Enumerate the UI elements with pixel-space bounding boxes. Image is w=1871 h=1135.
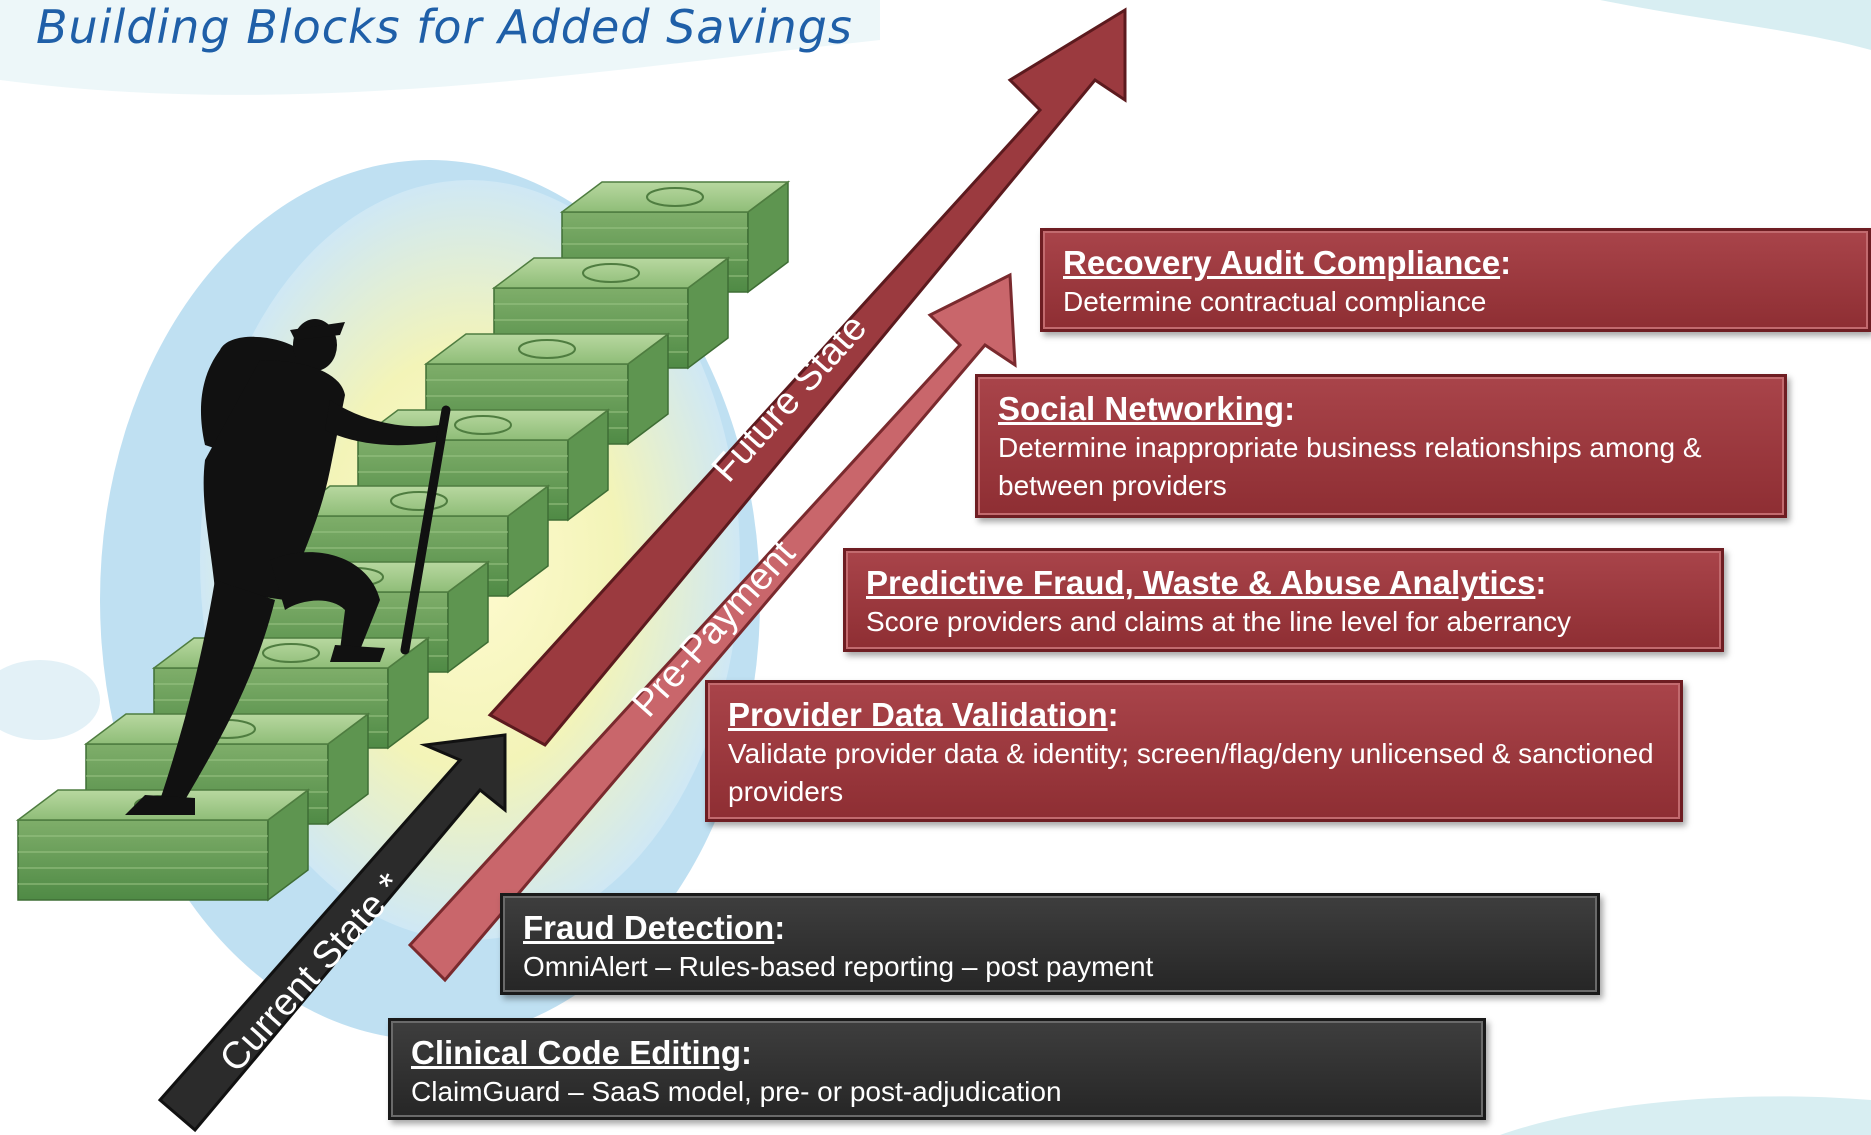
block-fraud-detection: Fraud Detection: OmniAlert – Rules-based…: [500, 893, 1600, 995]
hiker-silhouette-icon: [125, 319, 451, 815]
block-heading: Recovery Audit Compliance: [1063, 244, 1501, 281]
block-heading: Predictive Fraud, Waste & Abuse Analytic…: [866, 564, 1536, 601]
pre-payment-arrow: [407, 272, 1017, 983]
block-social-networking: Social Networking: Determine inappropria…: [975, 374, 1787, 518]
block-heading: Social Networking: [998, 390, 1285, 427]
block-heading: Fraud Detection: [523, 909, 775, 946]
block-predictive-fraud-analytics: Predictive Fraud, Waste & Abuse Analytic…: [843, 548, 1724, 652]
block-heading: Clinical Code Editing: [411, 1034, 742, 1071]
block-description: Validate provider data & identity; scree…: [728, 738, 1654, 807]
block-description: Score providers and claims at the line l…: [866, 606, 1572, 637]
block-description: ClaimGuard – SaaS model, pre- or post-ad…: [411, 1076, 1062, 1107]
block-provider-data-validation: Provider Data Validation: Validate provi…: [705, 680, 1683, 822]
current-state-arrow: [157, 733, 507, 1133]
block-description: Determine contractual compliance: [1063, 286, 1487, 317]
block-description: Determine inappropriate business relatio…: [998, 432, 1702, 501]
page-title: Building Blocks for Added Savings: [36, 0, 853, 54]
block-heading: Provider Data Validation: [728, 696, 1108, 733]
block-clinical-code-editing: Clinical Code Editing: ClaimGuard – SaaS…: [388, 1018, 1486, 1120]
future-state-arrow: [487, 7, 1127, 747]
block-recovery-audit-compliance: Recovery Audit Compliance: Determine con…: [1040, 228, 1871, 332]
block-description: OmniAlert – Rules-based reporting – post…: [523, 951, 1154, 982]
